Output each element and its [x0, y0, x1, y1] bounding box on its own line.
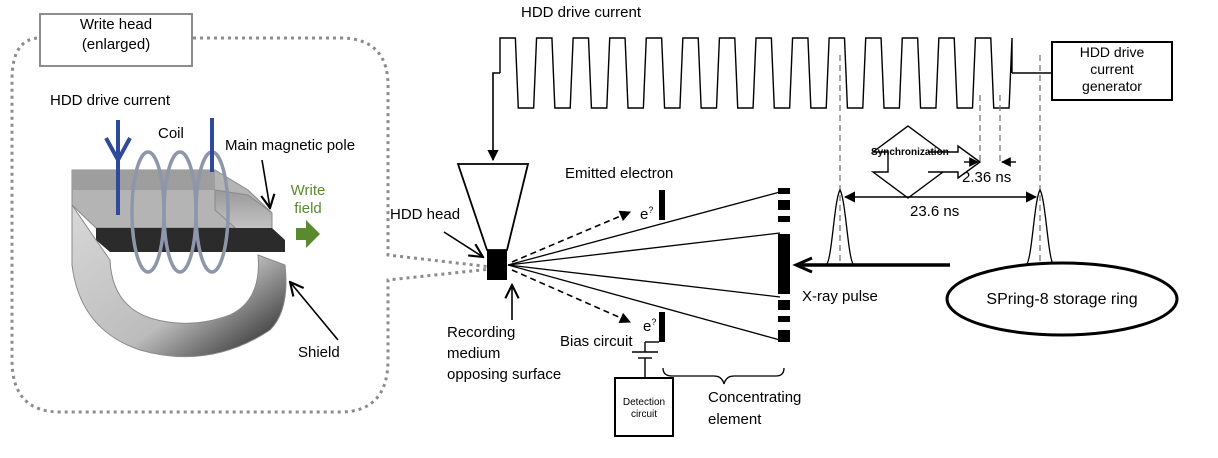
detector-plate-top — [659, 190, 665, 220]
enlarged-callout-outline — [10, 36, 501, 414]
write-head-title-line2: (enlarged) — [81, 36, 151, 53]
detection-circuit-label: Detection circuit — [615, 397, 673, 421]
coil — [130, 150, 230, 274]
recording-line3: opposing surface — [447, 366, 562, 383]
label-main-magnetic-pole: Main magnetic pole — [225, 137, 356, 154]
write-head-title-line1: Write head — [79, 16, 153, 33]
electron-top-sup: ? — [648, 205, 654, 215]
label-xray-pulse: X-ray pulse — [802, 288, 878, 305]
coil-gap — [96, 228, 285, 252]
write-head-title: Write head (enlarged) — [40, 15, 192, 55]
concentrating-line1: Concentrating — [708, 389, 802, 406]
label-period-large: 23.6 ns — [910, 203, 960, 220]
hdd-head-cone — [456, 163, 530, 251]
write-field-line2: field — [294, 200, 322, 217]
beam-fan — [507, 191, 781, 341]
detection-circuit-box — [614, 377, 674, 437]
generator-line1: HDD drive — [1079, 44, 1145, 60]
current-arrow-head — [104, 137, 132, 165]
generator-label: HDD drive current generator — [1052, 44, 1172, 95]
bias-circuit — [632, 341, 659, 378]
synchronization-arrow-shape — [870, 125, 982, 199]
electron-paths — [511, 210, 632, 324]
concentrating-brace — [662, 367, 785, 385]
write-field-line1: Write — [290, 182, 326, 199]
storage-ring — [945, 261, 1179, 337]
drive-current-feed-line — [487, 72, 500, 162]
label-synchronization: Synchronization — [871, 147, 949, 158]
label-electron-bottom: e? — [643, 313, 656, 336]
label-storage-ring: SPring-8 storage ring — [986, 291, 1138, 308]
label-coil: Coil — [158, 125, 184, 142]
label-electron-top: e? — [640, 201, 653, 224]
electron-top-symbol: e — [640, 206, 649, 223]
label-hdd-head: HDD head — [390, 206, 461, 223]
write-head-title-box — [39, 13, 193, 67]
generator-line3: generator — [1082, 78, 1142, 94]
recording-line1: Recording — [447, 324, 516, 341]
concentrating-element — [778, 188, 790, 342]
recording-line2: medium — [447, 345, 501, 362]
detection-line2: circuit — [630, 409, 658, 420]
write-head-illustration — [71, 118, 339, 358]
label-shield: Shield — [298, 344, 340, 361]
write-field-arrow — [296, 220, 320, 248]
label-hdd-drive-current-top: HDD drive current — [521, 4, 642, 21]
label-hdd-drive-current-left: HDD drive current — [50, 92, 171, 109]
xray-pulses — [825, 188, 1055, 266]
label-bias-circuit: Bias circuit — [560, 333, 633, 350]
label-period-small: 2.36 ns — [962, 169, 1012, 186]
shield-body — [71, 203, 287, 358]
label-recording-medium: Recording medium opposing surface — [447, 322, 561, 385]
electron-bottom-symbol: e — [643, 318, 652, 335]
detector-plate-bottom — [659, 312, 665, 342]
label-write-field: Write field — [286, 182, 330, 218]
sync-guides — [839, 55, 1041, 265]
drive-current-waveform — [499, 37, 1013, 109]
electron-bottom-sup: ? — [651, 317, 657, 327]
concentrating-line2: element — [708, 411, 762, 428]
detection-line1: Detection — [622, 397, 666, 408]
hdd-head-tip — [487, 250, 507, 280]
label-concentrating-element: Concentrating element — [708, 387, 801, 431]
label-emitted-electron: Emitted electron — [565, 165, 674, 182]
generator-line2: current — [1090, 61, 1134, 77]
generator-box — [1051, 41, 1173, 101]
